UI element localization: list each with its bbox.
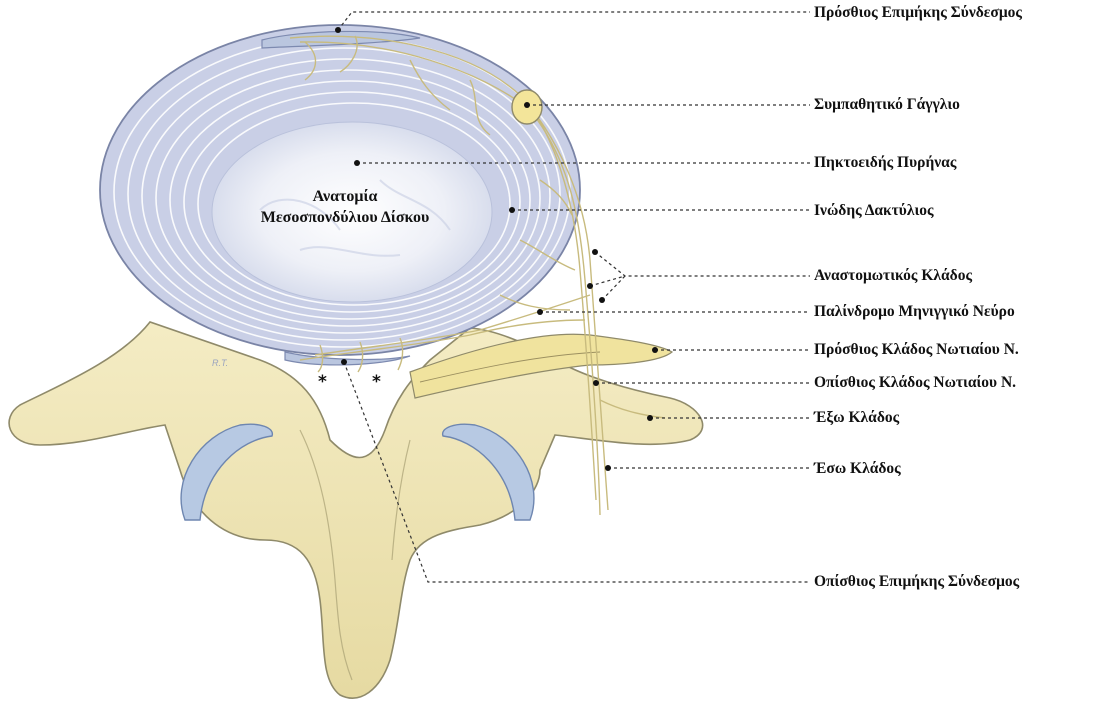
asterisk-marker-right: *: [372, 372, 381, 392]
disc-title-line1: Ανατομία: [312, 188, 378, 205]
anterior-longitudinal-ligament: [261, 30, 421, 49]
facet-cartilage-right: [441, 423, 535, 521]
label-anterior-longitudinal-ligament: Πρόσθιος Επιμήκης Σύνδεσμος: [814, 4, 1022, 21]
facet-cartilage-left: [180, 423, 274, 521]
disc-title-line2: Μεσοσπονδύλιου Δίσκου: [260, 209, 430, 226]
label-posterior-longitudinal-ligament: Οπίσθιος Επιμήκης Σύνδεσμος: [814, 573, 1020, 590]
label-medial-branch: Έσω Κλάδος: [814, 460, 901, 477]
label-nucleus-pulposus: Πηκτοειδής Πυρήνας: [814, 154, 957, 171]
annulus-rings: [113, 36, 571, 348]
vertebra-bone: [8, 321, 704, 699]
asterisk-marker-left: *: [318, 372, 327, 392]
label-recurrent-meningeal-nerve: Παλίνδρομο Μηνιγγικό Νεύρο: [814, 303, 1015, 320]
label-dorsal-ramus: Οπίσθιος Κλάδος Νωτιαίου Ν.: [814, 374, 1017, 391]
spinal-nerve: [409, 333, 674, 399]
nucleus-pulposus: [211, 121, 493, 303]
posterior-longitudinal-ligament: [284, 351, 411, 366]
label-lateral-branch: Έξω Κλάδος: [814, 409, 900, 426]
label-annulus-fibrosus: Ινώδης Δακτύλιος: [814, 202, 934, 219]
leader-dots: [335, 27, 658, 471]
nerve-fibers: [289, 35, 666, 516]
artist-signature: R.T.: [212, 358, 229, 368]
label-ventral-ramus: Πρόσθιος Κλάδος Νωτιαίου Ν.: [814, 341, 1019, 358]
label-sympathetic-ganglion: Συμπαθητικό Γάγγλιο: [814, 96, 960, 113]
label-communicating-branch: Αναστομωτικός Κλάδος: [814, 267, 972, 284]
intervertebral-disc: [99, 24, 581, 356]
disc-title: Ανατομία Μεσοσπονδύλιου Δίσκου: [230, 186, 460, 228]
leader-lines: [337, 11, 810, 583]
